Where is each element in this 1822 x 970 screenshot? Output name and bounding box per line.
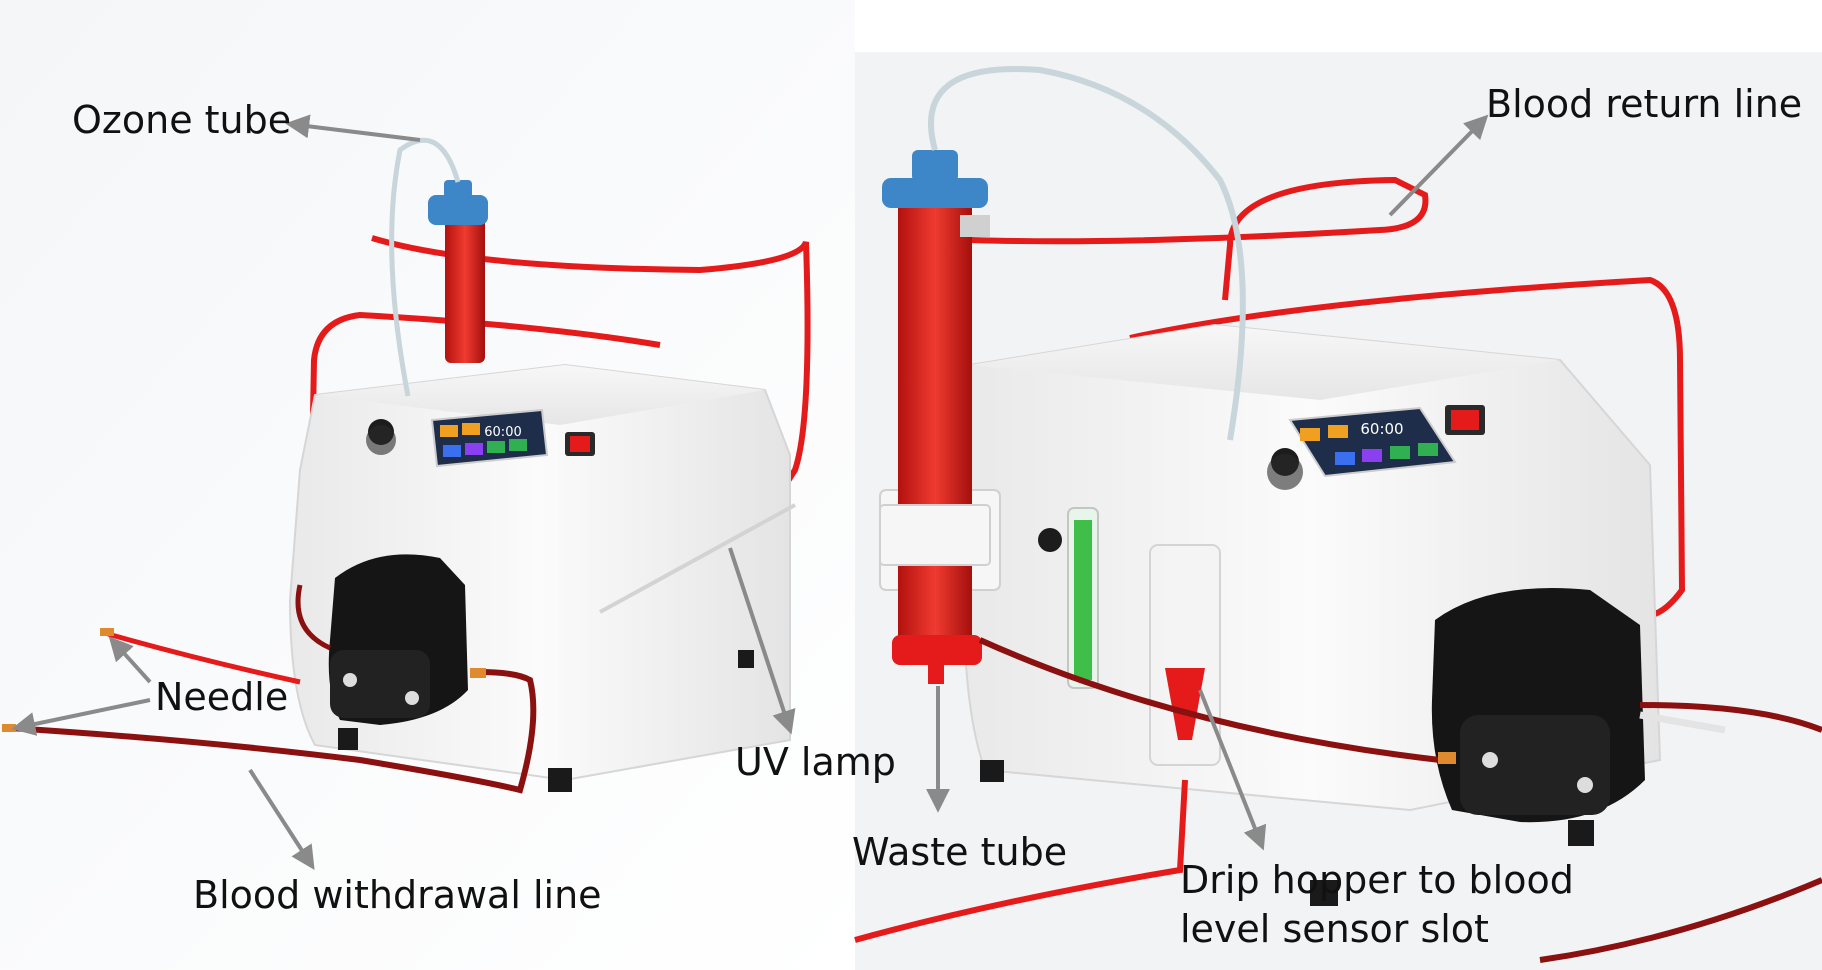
label-blood-withdrawal-line: Blood withdrawal line xyxy=(193,873,602,917)
right-pump-bolt xyxy=(1482,752,1498,768)
screen-tile xyxy=(462,423,480,435)
left-ozone-column xyxy=(445,218,485,363)
annotation-arrows xyxy=(11,114,1489,871)
label-ozone-tube: Ozone tube xyxy=(72,98,292,142)
arrow-drip-hopper xyxy=(1198,689,1267,851)
right-flowmeter-knob xyxy=(1038,528,1062,552)
needle-tip xyxy=(100,628,114,636)
left-blood-withdrawal-tube xyxy=(9,669,537,794)
needle-tip xyxy=(2,724,16,732)
left-device: 60:00 xyxy=(2,137,811,794)
right-outgoing-tube xyxy=(1639,702,1822,733)
label-uv-lamp: UV lamp xyxy=(735,740,896,784)
right-column-clamp-front xyxy=(879,504,991,566)
screen-tile xyxy=(1418,443,1438,456)
screen-tile xyxy=(509,439,527,451)
left-foot xyxy=(738,650,754,668)
arrow-needle-upper xyxy=(108,636,152,684)
left-pump-bolt xyxy=(405,691,419,705)
right-foot xyxy=(1310,880,1338,906)
label-needle: Needle xyxy=(155,675,289,719)
arrow-blood-withdrawal xyxy=(248,768,315,871)
right-top-loop-tube xyxy=(1129,276,1686,619)
right-bottom-tube xyxy=(854,779,1188,943)
left-screen-timer: 60:00 xyxy=(484,425,521,440)
right-blood-return-tube xyxy=(969,176,1429,301)
left-pump-cover xyxy=(330,650,430,718)
right-pump-cover xyxy=(1460,715,1610,815)
right-screen-timer: 60:00 xyxy=(1360,420,1403,438)
right-outgoing-tube-lower xyxy=(1539,877,1822,963)
right-device: 60:00 xyxy=(854,66,1822,963)
screen-tile xyxy=(1328,425,1348,438)
right-column-port xyxy=(960,215,990,237)
right-column-cap xyxy=(882,178,988,208)
left-foot xyxy=(338,728,358,750)
arrow-uv-lamp xyxy=(728,547,796,735)
right-knob-base xyxy=(1267,454,1303,490)
right-pump-connector xyxy=(1438,752,1456,764)
right-ozone-column xyxy=(898,195,972,645)
left-pump-connector xyxy=(470,668,486,678)
left-pump-bolt xyxy=(343,673,357,687)
label-drip-hopper: Drip hopper to blood level sensor slot xyxy=(1180,856,1600,955)
left-foot xyxy=(548,768,572,792)
right-drip-cone xyxy=(1165,668,1205,740)
left-power-switch-rocker xyxy=(570,436,590,452)
arrow-blood-return xyxy=(1388,114,1489,217)
left-knob-base xyxy=(366,425,396,455)
screen-tile xyxy=(1335,452,1355,465)
left-column-cap-top xyxy=(444,180,472,198)
right-ozone-tube xyxy=(928,66,1246,441)
label-blood-return-line: Blood return line xyxy=(1486,82,1803,126)
left-tube-upper xyxy=(295,584,332,651)
right-flowmeter-fluid xyxy=(1074,520,1092,680)
right-withdrawal-tube xyxy=(978,637,1441,763)
right-pump-bolt xyxy=(1577,777,1593,793)
right-column-cap-top xyxy=(912,150,958,182)
label-drip-hopper-line2: level sensor slot xyxy=(1180,907,1489,952)
right-column-bottom-cap xyxy=(892,635,982,665)
right-foot xyxy=(980,760,1004,782)
screen-tile xyxy=(1390,446,1410,459)
right-probe xyxy=(1639,711,1726,734)
screen-tile xyxy=(440,425,458,437)
arrow-needle-lower xyxy=(11,698,151,736)
label-drip-hopper-line1: Drip hopper to blood xyxy=(1180,858,1574,902)
label-waste-tube: Waste tube xyxy=(852,830,1068,874)
screen-tile xyxy=(1362,449,1382,462)
left-device-top xyxy=(315,365,765,425)
arrow-ozone-tube xyxy=(285,114,421,142)
right-foot xyxy=(1568,820,1594,846)
right-waste-outlet xyxy=(928,660,944,684)
right-device-top xyxy=(970,325,1560,400)
left-column-cap xyxy=(428,195,488,225)
left-ozone-tube xyxy=(389,137,461,397)
screen-tile xyxy=(465,443,483,455)
left-uv-lamp xyxy=(599,503,796,614)
screen-tile xyxy=(487,441,505,453)
screen-tile xyxy=(1300,428,1320,441)
left-top-loop-tube xyxy=(309,311,661,471)
right-power-switch-rocker xyxy=(1451,410,1479,430)
screen-tile xyxy=(443,445,461,457)
